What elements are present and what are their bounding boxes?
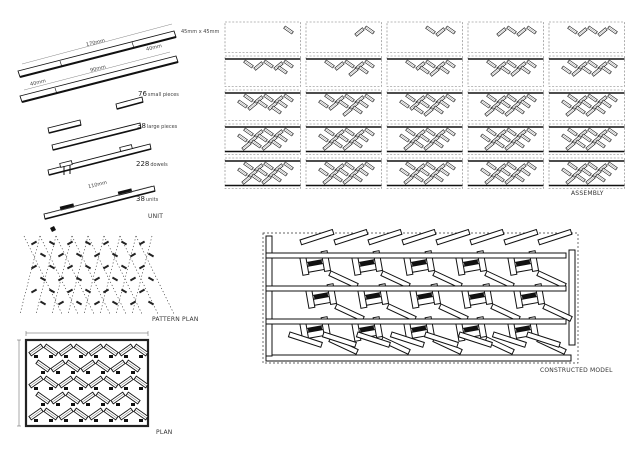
pattern-plan-drawing [19,235,175,315]
assembly-cell [467,55,544,87]
label-plan: PLAN [156,429,173,436]
plan-drawing [17,331,150,428]
assembly-cell [467,123,544,155]
assembly-cell [224,21,301,53]
assembly-cell [224,123,301,155]
assembly-cell [548,55,625,87]
dim-section-size: 45mm x 45mm [181,29,220,35]
constructed-model-drawing [262,228,579,364]
assembly-cell [386,89,463,121]
assembly-cell [224,89,301,121]
label-assembly: ASSEMBLY [571,190,604,197]
unit-drawing [17,23,179,232]
assembly-grid [224,21,625,189]
model-modules [265,228,573,355]
assembly-cell [224,55,301,87]
assembly-cell [305,157,382,189]
assembly-cell [548,157,625,189]
assembly-cell [386,123,463,155]
unit-small-pieces [47,96,144,134]
unit-bar-90 [19,51,179,103]
assembly-cell [305,89,382,121]
assembly-cell [467,157,544,189]
assembly-cell [467,89,544,121]
assembly-cell [548,123,625,155]
unit-dowel-piece [47,143,152,176]
stock-units: 38units [136,195,159,203]
assembly-cell [386,157,463,189]
label-pattern-plan: PATTERN PLAN [152,316,199,323]
plan-pieces [28,343,149,422]
label-constructed-model: CONSTRUCTED MODEL [540,367,613,374]
label-unit: UNIT [148,213,164,220]
unit-long-bar [17,23,177,78]
assembly-cell [386,55,463,87]
assembly-cell [305,55,382,87]
stock-large-pieces: 38large pieces [137,122,178,130]
unit-large-pieces [51,122,142,151]
stock-small-pieces: 76small pieces [138,90,179,98]
stock-dowels: 228dowels [136,160,168,168]
assembly-cell [305,123,382,155]
assembly-cell [548,21,625,53]
assembly-cell [548,89,625,121]
assembly-cell [224,157,301,189]
assembly-cell [305,21,382,53]
assembly-cell [386,21,463,53]
unit-assembled [43,185,156,232]
assembly-cell [467,21,544,53]
